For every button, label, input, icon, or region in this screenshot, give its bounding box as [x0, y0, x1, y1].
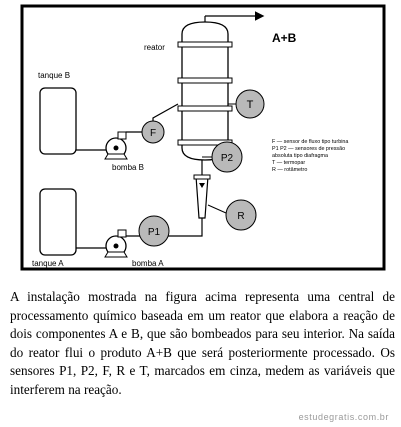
- question-line-4: interior. Na saída do reator flui o prod…: [10, 326, 395, 360]
- legend-line-5: R — rotâmetro: [272, 167, 307, 173]
- legend-line-1: F — sensor de fluxo tipo turbina: [272, 139, 348, 145]
- question-line-1: A instalação mostrada na figura acima re…: [10, 289, 395, 304]
- rotameter: [193, 174, 211, 219]
- svg-text:P2: P2: [221, 153, 234, 164]
- tank-b: [39, 87, 77, 155]
- sensor-r: R: [225, 199, 257, 231]
- process-diagram: tanque B tanque A bomba B bomba A: [20, 4, 386, 271]
- sensor-t: T: [235, 89, 265, 119]
- question-line-2: processamento químico baseada em um reat…: [10, 307, 339, 323]
- diagram-frame: [20, 4, 386, 271]
- legend-line-4: T — termopar: [272, 160, 305, 166]
- question-line-6: marcados em cinza, medem as variáveis qu…: [10, 363, 395, 397]
- pump-b-label: bomba B: [112, 163, 144, 172]
- sensor-f: F: [141, 120, 165, 144]
- sensor-p1: P1: [138, 215, 170, 247]
- svg-text:R: R: [237, 211, 244, 222]
- tank-a: [39, 188, 77, 256]
- product-label: A+B: [272, 31, 297, 45]
- legend: F — sensor de fluxo tipo turbina P1 P2 —…: [272, 139, 348, 173]
- question-line-5: posteriormente processado. Os sensores P…: [10, 344, 395, 379]
- reactor: [177, 16, 233, 161]
- pump-a-label: bomba A: [132, 259, 164, 268]
- watermark: estudegratis.com.br: [298, 412, 389, 422]
- reactor-label: reator: [144, 43, 165, 52]
- svg-text:F: F: [150, 128, 156, 139]
- question-line-3: reação de dois componentes A e B, que sã…: [10, 307, 395, 342]
- tank-a-label: tanque A: [32, 259, 64, 268]
- tank-b-label: tanque B: [38, 71, 70, 80]
- question-text: A instalação mostrada na figura acima re…: [10, 288, 395, 400]
- legend-line-2: P1 P2 — sensores de pressão: [272, 146, 345, 152]
- svg-text:P1: P1: [148, 227, 161, 238]
- pump-b: [104, 131, 128, 160]
- sensor-p2: P2: [211, 141, 243, 173]
- legend-line-3: absoluta tipo diafragma: [272, 153, 328, 159]
- pump-a: [104, 229, 128, 258]
- svg-text:T: T: [247, 99, 254, 111]
